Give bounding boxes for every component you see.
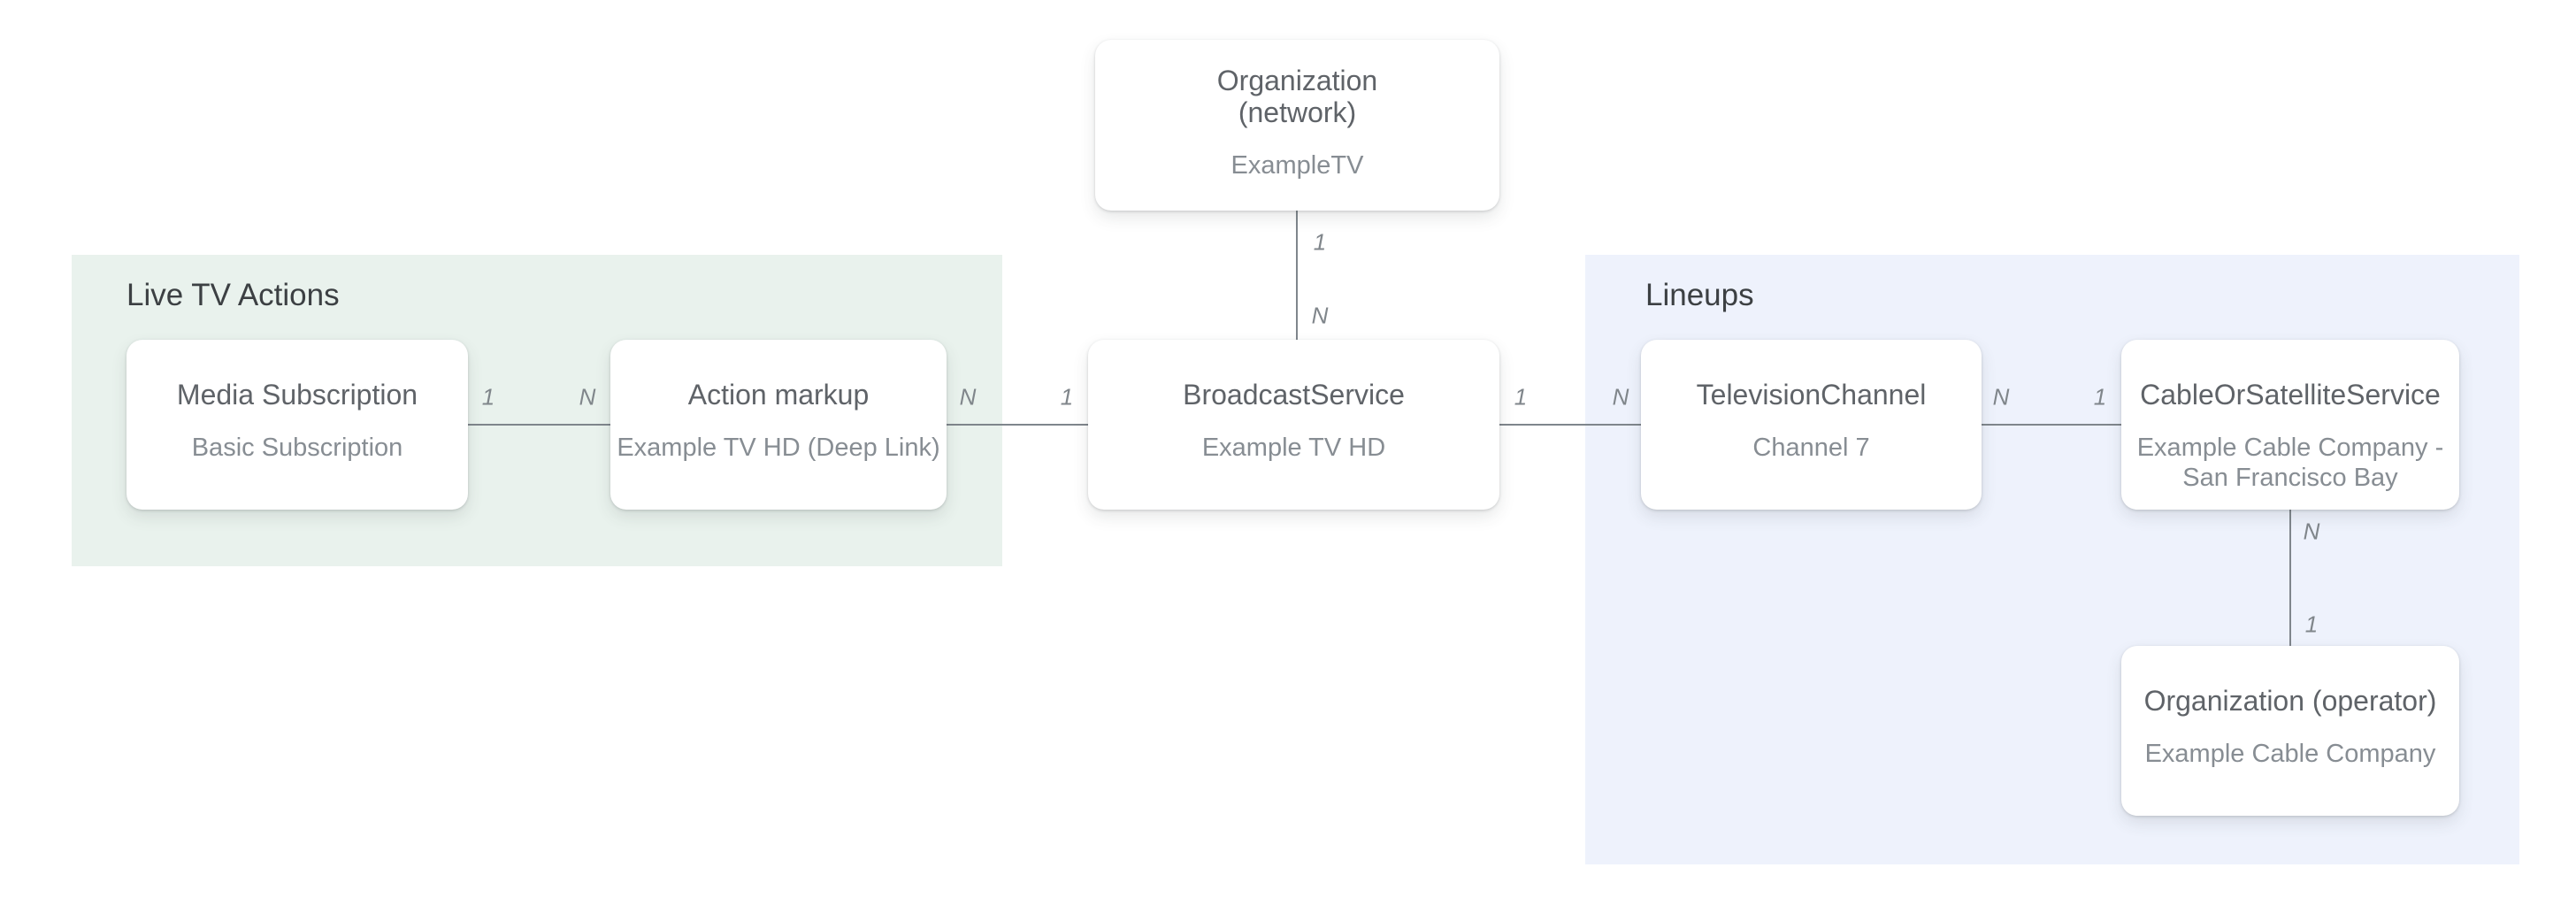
node-title: Organization (operator) [2143, 685, 2437, 717]
node-title: Action markup [687, 379, 870, 411]
node-title: BroadcastService [1183, 379, 1405, 411]
cardinality-label: N [1992, 383, 2010, 411]
cardinality-label: N [579, 383, 596, 411]
node-broadcast-service: BroadcastService Example TV HD [1088, 340, 1499, 510]
cardinality-label: 1 [1313, 228, 1327, 256]
cardinality-label: 1 [481, 383, 495, 411]
node-television-channel: TelevisionChannel Channel 7 [1641, 340, 1982, 510]
region-label-lineups: Lineups [1645, 278, 1754, 312]
cardinality-label: N [1612, 383, 1629, 411]
connector-media-to-action-line [468, 424, 610, 426]
node-media-subscription: Media Subscription Basic Subscription [126, 340, 468, 510]
cardinality-label: 1 [2093, 383, 2107, 411]
node-title: Media Subscription [176, 379, 418, 411]
region-label-live-tv-actions: Live TV Actions [126, 278, 340, 312]
node-subtitle: Basic Subscription [191, 434, 403, 462]
connector-cable-to-operator-line [2289, 510, 2291, 646]
node-title: CableOrSatelliteService [2140, 379, 2441, 411]
node-subtitle: Channel 7 [1752, 434, 1870, 462]
node-subtitle: Example Cable Company - San Francisco Ba… [2136, 434, 2444, 492]
node-cable-or-satellite-service: CableOrSatelliteService Example Cable Co… [2121, 340, 2459, 510]
cardinality-label: N [1311, 302, 1329, 329]
cardinality-label: 1 [1514, 383, 1528, 411]
node-organization-operator: Organization (operator) Example Cable Co… [2121, 646, 2459, 816]
node-subtitle: Example TV HD (Deep Link) [617, 434, 940, 462]
node-title: Organization (network) [1216, 65, 1378, 128]
connector-broadcast-to-channel-line [1499, 424, 1641, 426]
cardinality-label: 1 [1060, 383, 1074, 411]
connector-network-to-broadcast-line [1296, 211, 1298, 340]
node-organization-network: Organization (network) ExampleTV [1095, 40, 1499, 211]
cardinality-label: 1 [2304, 610, 2319, 638]
cardinality-label: N [2303, 518, 2320, 545]
node-action-markup: Action markup Example TV HD (Deep Link) [610, 340, 947, 510]
node-subtitle: Example TV HD [1201, 434, 1386, 462]
node-title: TelevisionChannel [1696, 379, 1927, 411]
node-subtitle: ExampleTV [1230, 151, 1364, 180]
node-subtitle: Example Cable Company [2144, 740, 2436, 768]
connector-channel-to-cable-line [1982, 424, 2121, 426]
connector-action-to-broadcast-line [947, 424, 1088, 426]
cardinality-label: N [959, 383, 977, 411]
